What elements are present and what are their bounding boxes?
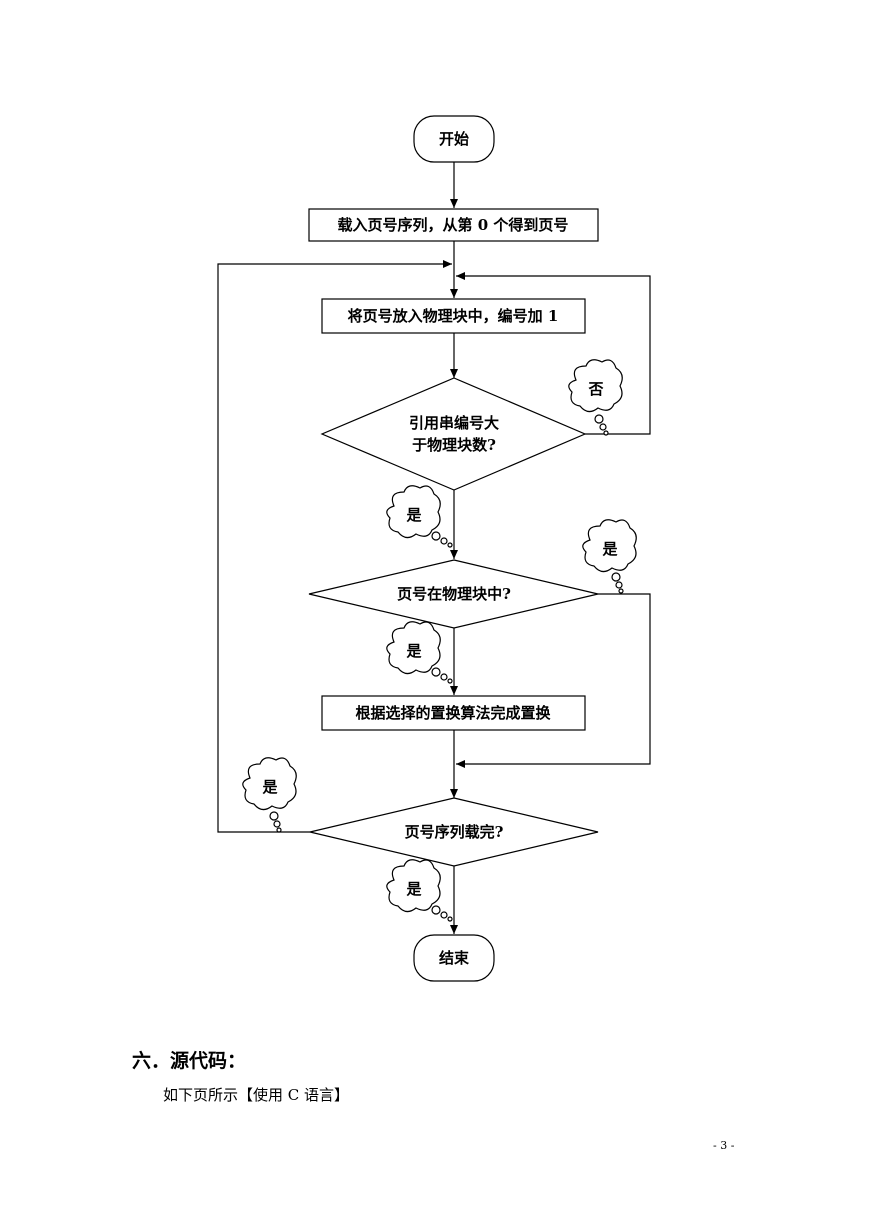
end-node: 结束 [413,934,495,982]
bubble-yes-decision2-down: 是 [386,621,453,684]
bubble-yes-label: 是 [405,642,422,660]
bubble-yes-decision3-down: 是 [386,859,453,922]
bubble-no-decision1: 否 [568,359,623,436]
load-node: 载入页号序列，从第 0 个得到页号 [308,208,599,242]
end-label: 结束 [439,949,470,967]
place-node: 将页号放入物理块中，编号加 1 [321,298,586,334]
bubble-yes-decision3-loop: 是 [242,757,297,833]
replace-node: 根据选择的置换算法完成置换 [321,695,586,731]
load-label: 载入页号序列，从第 0 个得到页号 [338,216,569,234]
edge-decision2-yes-bypass [456,593,651,768]
decision1-node: 引用串编号大 于物理块数? [320,377,587,491]
decision1-label-line1: 引用串编号大 [409,414,499,432]
bubble-yes-label: 是 [405,506,422,524]
decision3-label: 页号序列载完? [405,823,504,841]
section-body: 如下页所示【使用 C 语言】 [163,1086,350,1104]
edge-decision1-no-loop [456,272,651,435]
place-label: 将页号放入物理块中，编号加 1 [348,307,559,325]
connectors [217,162,651,934]
bubble-yes-label: 是 [405,880,422,898]
decision2-label: 页号在物理块中? [397,585,511,603]
decision1-label-line2: 于物理块数? [412,436,496,454]
section-heading: 六．源代码： [132,1050,247,1072]
decision3-node: 页号序列载完? [309,797,599,867]
start-node: 开始 [413,115,495,163]
bubble-yes-decision1: 是 [386,485,453,548]
bubble-yes-label: 是 [601,540,618,558]
flowchart: 开始 载入页号序列，从第 0 个得到页号 将页号放入物理块中，编号加 1 引用串… [217,115,651,982]
bubble-yes-decision2: 是 [582,519,637,594]
start-label: 开始 [439,130,469,148]
page-number: - 3 - [713,1139,735,1152]
replace-label: 根据选择的置换算法完成置换 [355,704,551,722]
bubble-no-label: 否 [587,380,603,398]
edge-decision3-loop-back [217,260,452,833]
bubble-yes-label: 是 [261,778,278,796]
decision2-node: 页号在物理块中? [308,559,599,629]
